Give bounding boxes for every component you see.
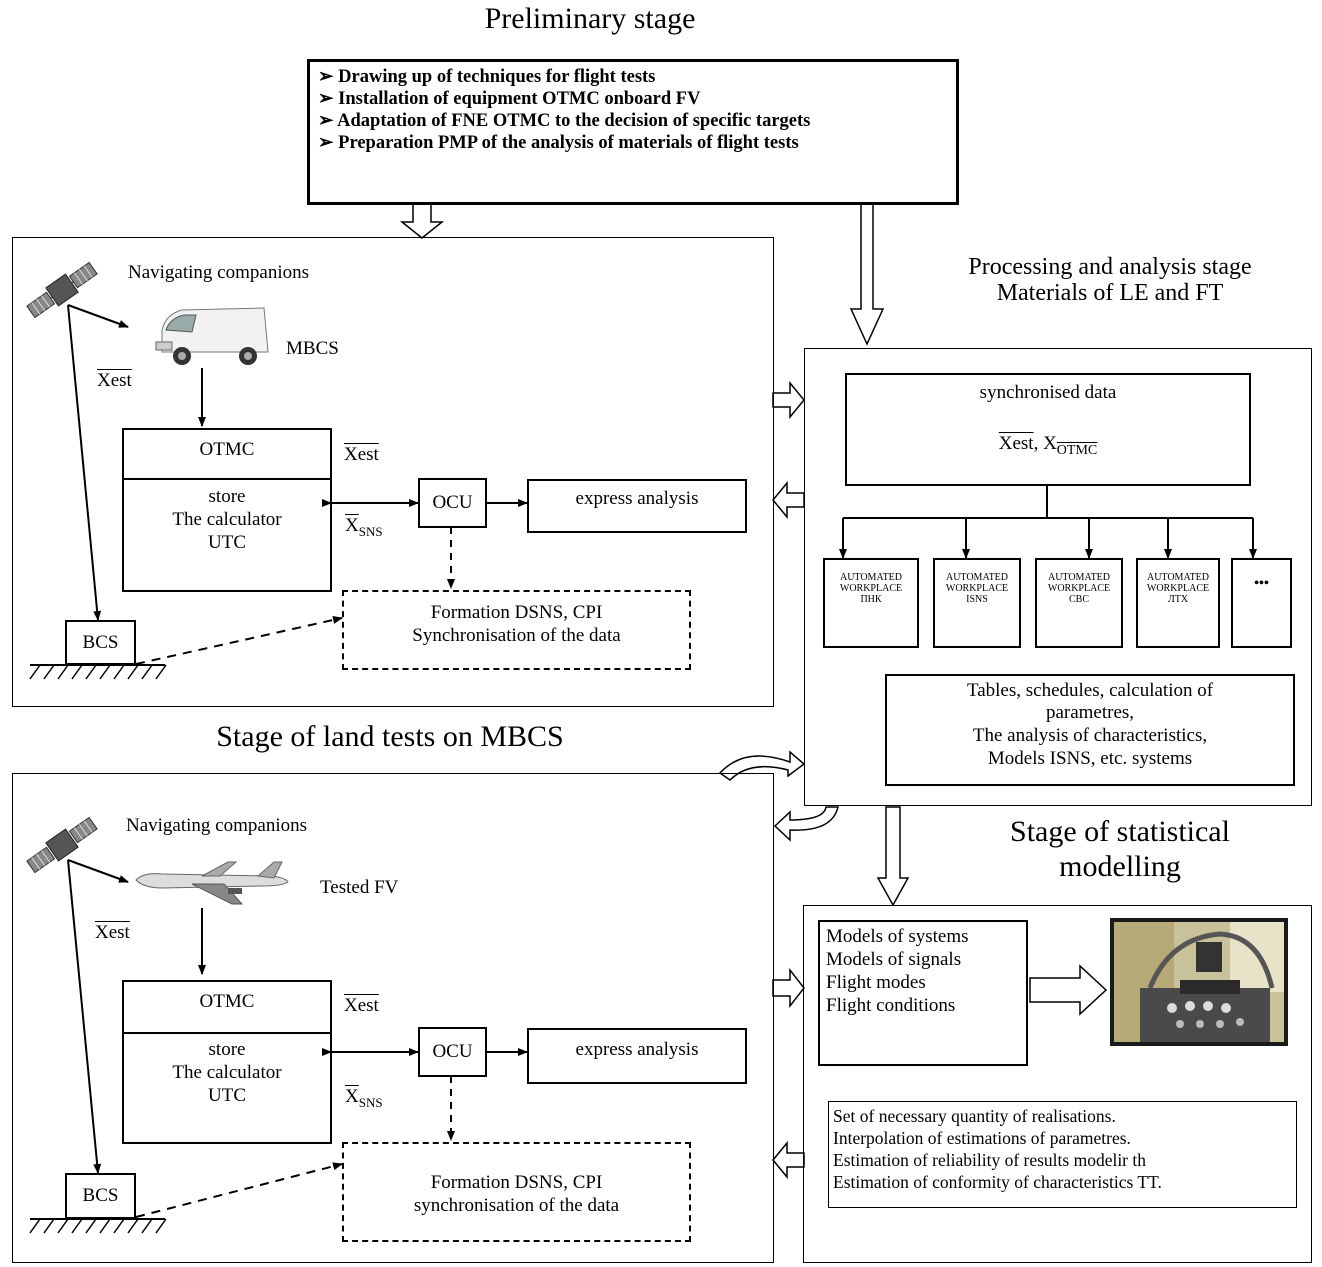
hollow-arrow-models-to-cockpit (1029, 964, 1108, 1016)
hollow-arrow-processing-to-modelling (876, 806, 910, 907)
van-icon (155, 307, 269, 365)
xest-label: Xest (344, 995, 379, 1016)
hollow-arrow-processing-to-land (772, 480, 805, 520)
formation-line: Formation DSNS, CPI (430, 1172, 603, 1193)
otmc-label: OTMC (199, 439, 255, 460)
hollow-arrow-land-to-processing (772, 380, 805, 420)
satellite-icon (26, 261, 98, 319)
express-analysis-label: express analysis (575, 488, 699, 509)
satellites-label: Navigating companions (128, 262, 309, 283)
bcs-box: BCS (65, 620, 136, 665)
vehicle-label: Tested FV (320, 877, 399, 898)
modelling-panel (803, 905, 1312, 1263)
models-line: Flight conditions (826, 995, 956, 1016)
xest-label: Xest (97, 370, 132, 391)
calculator-line: The calculator (172, 1062, 282, 1083)
results-line: Interpolation of estimations of parametr… (833, 1128, 1131, 1148)
bcs-box: BCS (65, 1173, 136, 1219)
tables-line: parametres, (1045, 702, 1135, 723)
sync-line: synchronisation of the data (413, 1195, 620, 1216)
ocu-label: OCU (432, 492, 473, 513)
preliminary-box: ➢ Drawing up of techniques for flight te… (307, 59, 959, 205)
ellipsis-label: ••• (1254, 576, 1269, 591)
results-line: Estimation of reliability of results mod… (833, 1150, 1147, 1170)
statistical-stage-title-line2: modelling (1059, 850, 1181, 883)
preliminary-stage-title: Preliminary stage (484, 2, 696, 35)
statistical-stage-title-line1: Stage of statistical (1010, 815, 1230, 848)
hollow-arrow-flight-to-modelling (772, 967, 805, 1009)
bcs-label: BCS (82, 632, 119, 653)
processing-stage-title-line2: Materials of LE and FT (996, 280, 1224, 306)
hollow-arrow-flight-to-processing (718, 750, 806, 781)
results-line: Estimation of conformity of characterist… (833, 1172, 1162, 1192)
satellite-icon (26, 816, 98, 874)
formation-line: Formation DSNS, CPI (430, 602, 603, 623)
land-tests-panel (12, 237, 774, 707)
satellites-label: Navigating companions (126, 815, 307, 836)
tables-line: Models ISNS, etc. systems (987, 748, 1193, 769)
store-line: store (208, 1039, 246, 1060)
express-analysis-label: express analysis (575, 1039, 699, 1060)
land-stage-title: Stage of land tests on MBCS (216, 720, 564, 753)
store-line: store (208, 486, 246, 507)
flight-tests-panel (12, 773, 774, 1263)
xest-label: Xest (95, 922, 130, 943)
synchronised-data-formula: Xest, XOTMC (998, 433, 1098, 458)
ocu-label: OCU (432, 1041, 473, 1062)
tables-box: Tables, schedules, calculation of parame… (885, 674, 1295, 786)
ground-hatch (29, 1218, 167, 1234)
tables-line: The analysis of characteristics, (972, 725, 1208, 746)
processing-stage-title-line1: Processing and analysis stage (968, 254, 1252, 280)
xsns-label: XSNS (345, 1086, 383, 1110)
models-line: Models of systems (826, 926, 969, 947)
xsns-label: XSNS (345, 515, 383, 539)
utc-line: UTC (208, 1085, 246, 1106)
bcs-label: BCS (82, 1185, 119, 1206)
results-box: Set of necessary quantity of realisation… (828, 1101, 1297, 1208)
preliminary-item: ➢ Adaptation of FNE OTMC to the decision… (318, 111, 811, 131)
vehicle-label: MBCS (286, 338, 339, 359)
workplace-more-box: ••• (1231, 558, 1292, 648)
models-line: Flight modes (826, 972, 926, 993)
aircraft-icon (135, 861, 289, 905)
ocu-box: OCU (418, 478, 487, 528)
hollow-arrow-modelling-to-flight (772, 1140, 805, 1180)
processing-panel (804, 348, 1312, 806)
cockpit-simulator-image (1110, 918, 1288, 1046)
tables-line: Tables, schedules, calculation of (966, 680, 1214, 701)
sync-line: Synchronisation of the data (412, 625, 621, 646)
synchronised-data-box: synchronised data Xest, XOTMC (845, 373, 1251, 486)
formation-box: Formation DSNS, CPI synchronisation of t… (342, 1142, 691, 1242)
hollow-arrow-prelim-to-processing (849, 202, 885, 346)
express-analysis-box: express analysis (527, 1028, 747, 1084)
models-line: Models of signals (826, 949, 962, 970)
results-line: Set of necessary quantity of realisation… (833, 1106, 1116, 1126)
otmc-label: OTMC (199, 991, 255, 1012)
otmc-box: OTMC store The calculator UTC (122, 428, 332, 592)
express-analysis-box: express analysis (527, 479, 747, 533)
ground-hatch (29, 664, 167, 680)
synchronised-data-title: synchronised data (979, 382, 1117, 403)
ocu-box: OCU (418, 1027, 487, 1077)
hollow-arrow-prelim-to-land (399, 202, 445, 239)
otmc-box: OTMC store The calculator UTC (122, 980, 332, 1144)
preliminary-item: ➢ Preparation PMP of the analysis of mat… (318, 133, 799, 153)
utc-line: UTC (208, 532, 246, 553)
xest-label: Xest (344, 444, 379, 465)
models-box: Models of systems Models of signals Flig… (818, 920, 1028, 1066)
formation-box: Formation DSNS, CPI Synchronisation of t… (342, 590, 691, 670)
preliminary-item: ➢ Installation of equipment OTMC onboard… (318, 89, 701, 109)
preliminary-item: ➢ Drawing up of techniques for flight te… (318, 67, 656, 87)
hollow-arrow-processing-to-flight (773, 806, 839, 842)
calculator-line: The calculator (172, 509, 282, 530)
